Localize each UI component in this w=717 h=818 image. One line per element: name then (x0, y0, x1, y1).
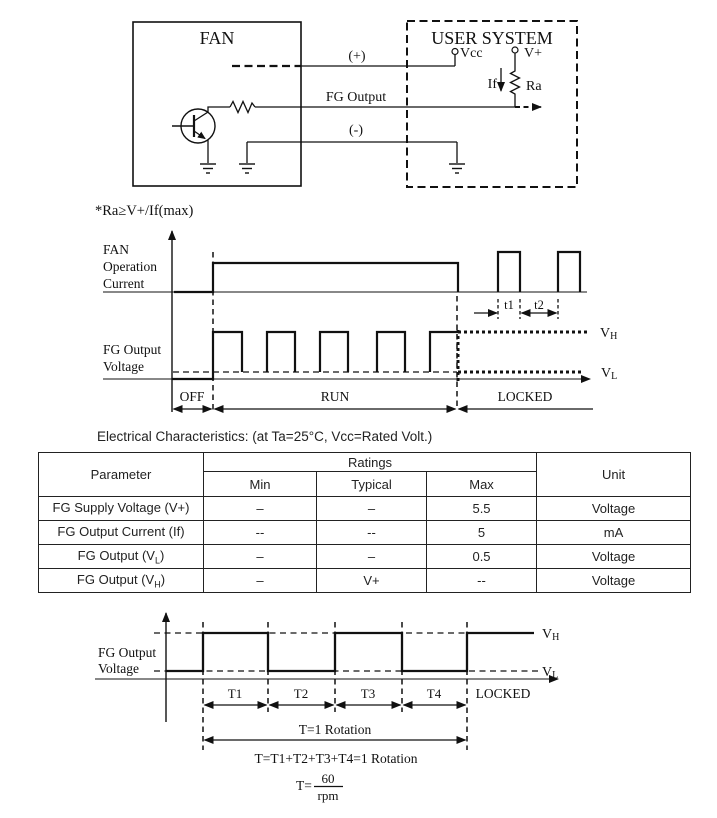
t2-label: t2 (534, 298, 544, 312)
fg-circuit-diagram: FAN USER SYSTEM Vcc (+) V+ Ra If FG Outp… (95, 20, 578, 219)
col-header-typical: Typical (316, 471, 427, 497)
current-label-line2: Operation (103, 259, 157, 274)
user-system-box (406, 20, 578, 188)
period-formula: T= 60 rpm (296, 771, 343, 803)
table-row-fg-supply-voltage: FG Supply Voltage (V+) – – 5.5 Voltage (38, 496, 692, 521)
min-cell: – (203, 544, 317, 569)
fan-box (132, 21, 302, 187)
ground-symbol-user (449, 163, 465, 174)
rotation-timing-diagram: FG Output Voltage VH VL T1 T2 T3 T4 LOCK… (95, 612, 559, 803)
t1-label: t1 (504, 298, 514, 312)
col-header-max: Max (425, 471, 538, 497)
fan-box-label: FAN (200, 28, 235, 48)
param-cell: FG Supply Voltage (V+) (38, 496, 204, 521)
t-equals-label: T= (296, 778, 312, 793)
vl-level-label: VL (542, 665, 558, 681)
vl-level-label: VL (601, 366, 617, 382)
if-label: If (488, 77, 498, 92)
vh-level-label: VH (600, 326, 617, 342)
t1-t2-dimension: t1 t2 (474, 298, 559, 319)
table-row-fg-output-current: FG Output Current (If) -- -- 5 mA (38, 520, 692, 545)
fg-voltage-label-line1: FG Output (98, 645, 156, 660)
current-label-line1: FAN (103, 242, 129, 257)
col-header-parameter: Parameter (38, 452, 204, 497)
col-header-min: Min (203, 471, 317, 497)
t2-period-label: T2 (294, 686, 308, 701)
vplus-label: V+ (524, 46, 542, 61)
typical-cell: V+ (316, 568, 427, 593)
rotation-label: T=1 Rotation (299, 722, 372, 737)
vplus-terminal (511, 46, 519, 54)
user-system-label: USER SYSTEM (431, 28, 553, 48)
locked-label: LOCKED (476, 686, 531, 701)
electrical-characteristics-table: Parameter Ratings Unit Min Typical Max F… (38, 452, 692, 593)
vh-level-label: VH (542, 627, 559, 643)
fg-series-resistor (229, 99, 256, 115)
run-locked-timing-diagram: FAN Operation Current t1 t2 FG Output Vo… (103, 230, 617, 413)
minus-label: (-) (349, 123, 363, 138)
min-cell: – (203, 568, 317, 593)
electrical-characteristics-title: Electrical Characteristics: (at Ta=25°C,… (97, 429, 433, 444)
unit-cell: Voltage (536, 568, 692, 593)
t4-period-label: T4 (427, 686, 442, 701)
param-cell: FG Output (VL) (38, 544, 204, 569)
unit-cell: mA (536, 520, 692, 545)
typical-cell: – (316, 544, 427, 569)
fg-output-label: FG Output (326, 90, 386, 105)
ground-symbol-fan (239, 163, 255, 174)
typical-cell: – (316, 496, 427, 521)
col-header-unit: Unit (536, 452, 692, 497)
unit-cell: Voltage (536, 496, 692, 521)
max-cell: -- (425, 568, 538, 593)
plus-label: (+) (348, 49, 366, 64)
run-phase-label: RUN (321, 389, 350, 404)
npn-transistor (172, 106, 230, 163)
vcc-label: Vcc (460, 46, 483, 61)
max-cell: 5 (425, 520, 538, 545)
fraction-numerator: 60 (322, 771, 335, 786)
unit-cell: Voltage (536, 544, 692, 569)
table-row-fg-output-vl: FG Output (VL) – – 0.5 Voltage (38, 544, 692, 569)
current-label-line3: Current (103, 276, 144, 291)
param-cell: FG Output (VH) (38, 568, 204, 593)
ra-resistor (509, 53, 521, 107)
col-header-ratings: Ratings (202, 452, 538, 472)
max-cell: 5.5 (425, 496, 538, 521)
ra-formula-note: *Ra≥V+/If(max) (95, 203, 193, 219)
max-cell: 0.5 (425, 544, 538, 569)
typical-cell: -- (316, 520, 427, 545)
ground-symbol-emitter (200, 163, 216, 174)
locked-phase-label: LOCKED (498, 389, 553, 404)
off-phase-label: OFF (180, 389, 205, 404)
fan-current-waveform (174, 250, 582, 294)
min-cell: – (203, 496, 317, 521)
fg-voltage-label-line2: Voltage (98, 661, 139, 676)
fg-voltage-label-line1: FG Output (103, 342, 161, 357)
vcc-terminal (451, 47, 459, 56)
table-row-fg-output-vh: FG Output (VH) – V+ -- Voltage (38, 568, 692, 593)
param-cell: FG Output Current (If) (38, 520, 204, 545)
min-cell: -- (203, 520, 317, 545)
fg-voltage-waveform (166, 631, 534, 673)
ra-label: Ra (526, 79, 542, 94)
fg-voltage-label-line2: Voltage (103, 359, 144, 374)
period-boundary-dashes (202, 622, 468, 750)
rotation-sum-equation: T=T1+T2+T3+T4=1 Rotation (255, 751, 418, 766)
fraction-denominator: rpm (318, 788, 339, 803)
t1-period-label: T1 (228, 686, 242, 701)
t3-period-label: T3 (361, 686, 375, 701)
